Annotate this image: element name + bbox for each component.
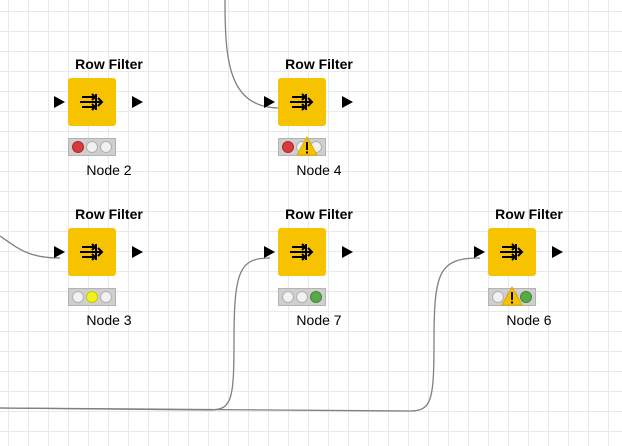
status-light-off — [296, 291, 308, 303]
node-label[interactable]: Node 4 — [296, 162, 342, 178]
node-3[interactable]: Row Filter Node 3 — [49, 206, 169, 328]
status-light-off — [100, 291, 112, 303]
input-port[interactable] — [264, 96, 275, 108]
status-light-green — [520, 291, 532, 303]
status-traffic-light — [68, 288, 116, 306]
node-4[interactable]: Row Filter Node 4 — [259, 56, 379, 178]
node-title: Row Filter — [285, 206, 353, 222]
node-title: Row Filter — [285, 56, 353, 72]
node-label[interactable]: Node 3 — [86, 312, 132, 328]
node-label[interactable]: Node 7 — [296, 312, 342, 328]
row-filter-icon — [290, 243, 314, 261]
node-box[interactable] — [68, 228, 116, 276]
output-port[interactable] — [132, 246, 143, 258]
node-2[interactable]: Row Filter Node 2 — [49, 56, 169, 178]
output-port[interactable] — [132, 96, 143, 108]
node-title: Row Filter — [495, 206, 563, 222]
input-port[interactable] — [54, 246, 65, 258]
connection-line[interactable] — [0, 257, 271, 411]
node-title: Row Filter — [75, 206, 143, 222]
warning-icon — [296, 136, 318, 156]
node-label[interactable]: Node 6 — [506, 312, 552, 328]
node-box[interactable] — [68, 78, 116, 126]
node-box[interactable] — [488, 228, 536, 276]
input-port[interactable] — [474, 246, 485, 258]
row-filter-icon — [80, 93, 104, 111]
node-box[interactable] — [278, 78, 326, 126]
status-traffic-light — [68, 138, 116, 156]
status-light-green — [310, 291, 322, 303]
node-box[interactable] — [278, 228, 326, 276]
input-port[interactable] — [54, 96, 65, 108]
node-6[interactable]: Row Filter Node 6 — [469, 206, 589, 328]
connection-line[interactable] — [0, 235, 61, 259]
row-filter-icon — [500, 243, 524, 261]
status-light-off — [100, 141, 112, 153]
status-light-off — [72, 291, 84, 303]
warning-icon — [501, 286, 523, 306]
status-light-off — [282, 291, 294, 303]
node-title: Row Filter — [75, 56, 143, 72]
row-filter-icon — [80, 243, 104, 261]
status-traffic-light — [278, 288, 326, 306]
status-light-yellow — [86, 291, 98, 303]
status-light-off — [86, 141, 98, 153]
output-port[interactable] — [552, 246, 563, 258]
node-7[interactable]: Row Filter Node 7 — [259, 206, 379, 328]
output-port[interactable] — [342, 96, 353, 108]
input-port[interactable] — [264, 246, 275, 258]
connection-line[interactable] — [0, 257, 481, 412]
output-port[interactable] — [342, 246, 353, 258]
status-light-red — [72, 141, 84, 153]
status-light-off — [492, 291, 504, 303]
status-light-red — [282, 141, 294, 153]
node-label[interactable]: Node 2 — [86, 162, 132, 178]
row-filter-icon — [290, 93, 314, 111]
